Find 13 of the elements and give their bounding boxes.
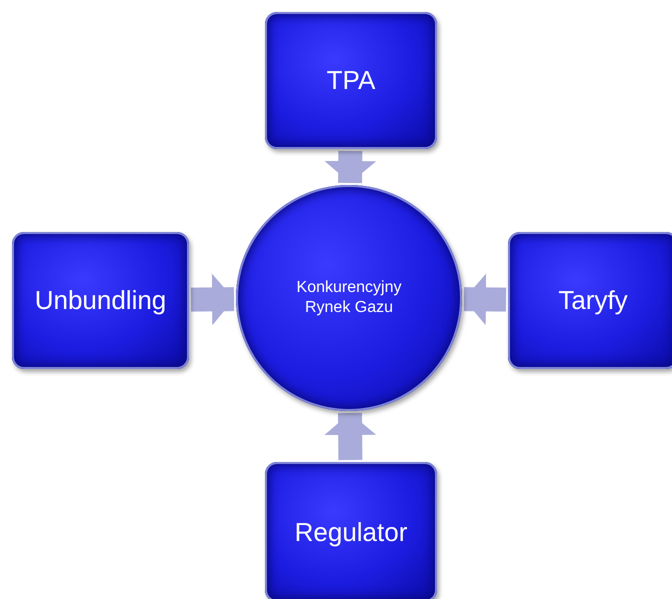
topic-box (265, 12, 437, 149)
center-label: Konkurencyjny Rynek Gazu (296, 278, 402, 318)
block-arrow (464, 273, 506, 326)
box-label: TPA (326, 65, 376, 96)
topic-box (12, 232, 189, 369)
box-label: Regulator (294, 516, 408, 548)
block-arrow (324, 412, 376, 460)
topic-box (265, 462, 437, 599)
block-arrow (190, 273, 234, 326)
topic-box (508, 232, 672, 369)
block-arrow (324, 150, 376, 184)
box-label: Unbundling (34, 285, 166, 316)
box-label: Taryfy (558, 285, 628, 316)
